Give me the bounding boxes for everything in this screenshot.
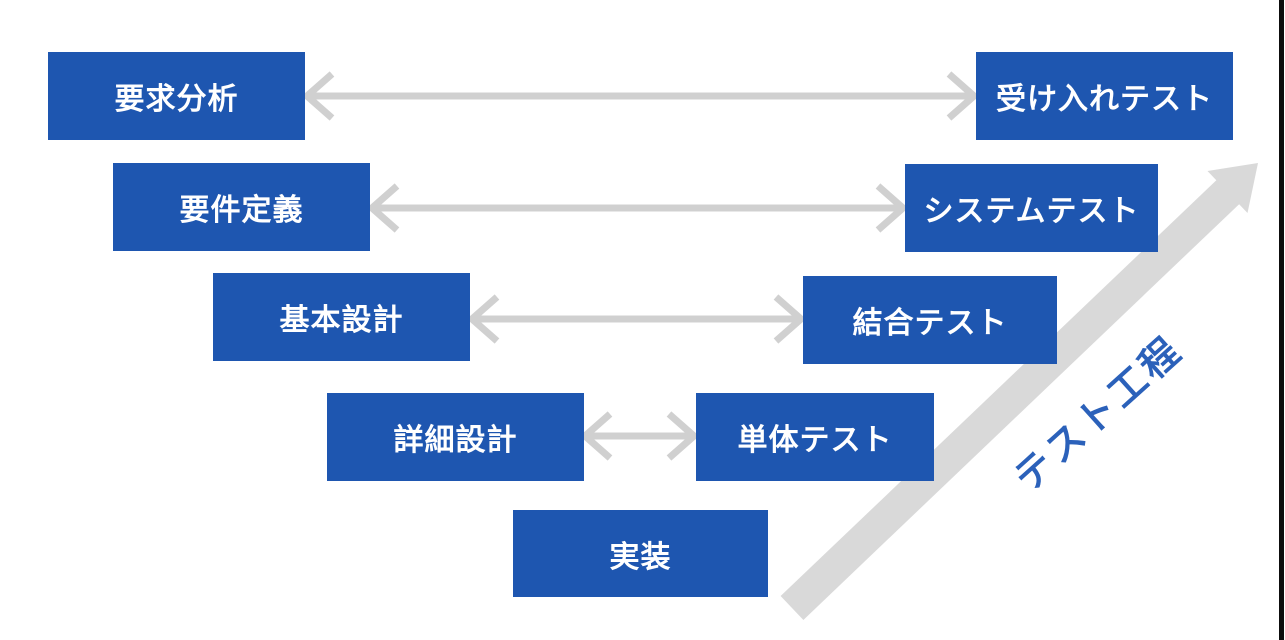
double-arrow-row-1 bbox=[301, 71, 980, 121]
double-arrow-row-3 bbox=[466, 294, 807, 344]
stage-box-acceptance-test: 受け入れテスト bbox=[976, 52, 1233, 140]
stage-box-unit-test: 単体テスト bbox=[696, 393, 934, 481]
left-arrowhead-icon bbox=[466, 294, 500, 344]
right-edge-line bbox=[1279, 0, 1284, 640]
test-process-arrow bbox=[780, 163, 1258, 620]
stage-box-system-test: システムテスト bbox=[905, 164, 1158, 252]
right-arrowhead-icon bbox=[773, 294, 807, 344]
stage-box-implementation: 実装 bbox=[513, 510, 768, 597]
left-arrowhead-icon bbox=[579, 411, 613, 461]
stage-box-integration-test: 結合テスト bbox=[803, 276, 1057, 364]
left-arrowhead-icon bbox=[366, 183, 400, 233]
right-arrowhead-icon bbox=[875, 183, 909, 233]
right-arrowhead-icon bbox=[946, 71, 980, 121]
stage-box-detailed-design: 詳細設計 bbox=[327, 393, 584, 481]
stage-box-requirements-analysis: 要求分析 bbox=[48, 52, 305, 140]
test-process-arrowhead-icon bbox=[1207, 163, 1258, 213]
stage-box-requirements-definition: 要件定義 bbox=[113, 163, 370, 251]
right-arrowhead-icon bbox=[666, 411, 700, 461]
double-arrow-row-4 bbox=[579, 411, 700, 461]
double-arrow-row-2 bbox=[366, 183, 909, 233]
left-arrowhead-icon bbox=[301, 71, 335, 121]
test-process-arrow-shaft bbox=[780, 180, 1240, 620]
stage-box-basic-design: 基本設計 bbox=[213, 273, 470, 361]
